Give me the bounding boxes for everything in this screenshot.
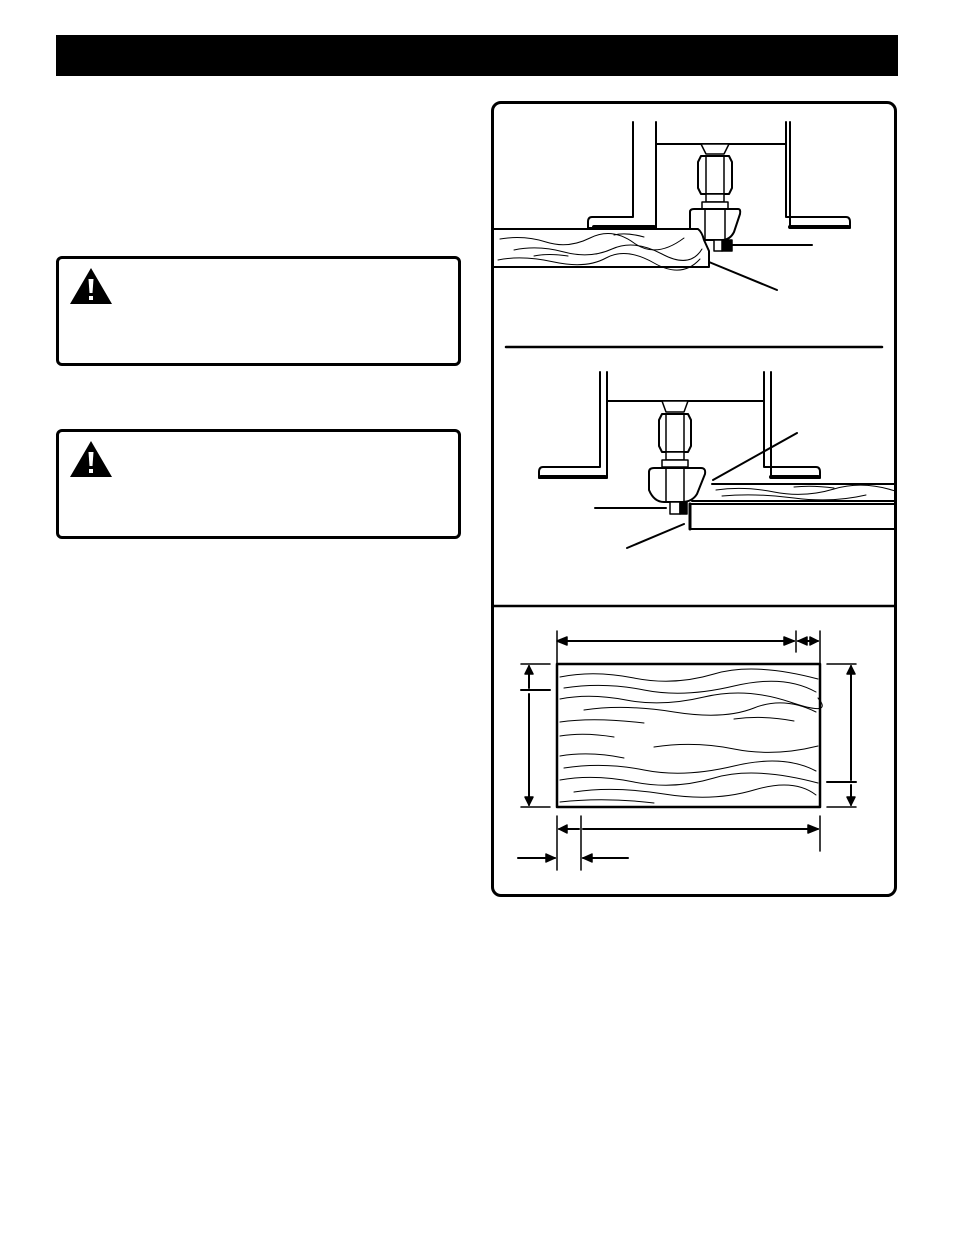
figure-2-router-below-board — [538, 371, 894, 549]
warning-box-2 — [56, 429, 461, 539]
warning-triangle-icon — [70, 268, 112, 304]
warning-box-1 — [56, 256, 461, 366]
figure-illustrations — [494, 121, 894, 871]
figure-1-router-above-board — [494, 121, 851, 291]
warning-triangle-icon — [70, 441, 112, 477]
figure-panel — [491, 101, 897, 897]
header-bar — [56, 35, 898, 76]
figure-3-workpiece-dimensions — [517, 630, 857, 871]
